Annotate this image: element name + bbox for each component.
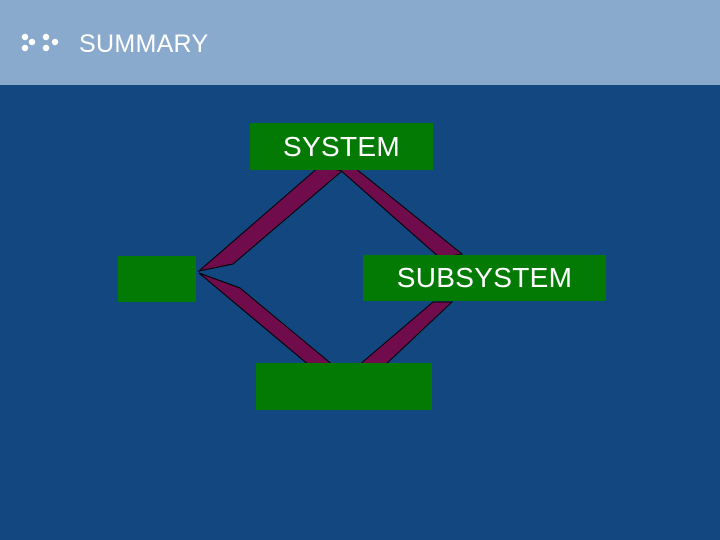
connector-system-left <box>197 165 344 272</box>
subsystem-box: SUBSYSTEM <box>363 255 606 301</box>
connector-left-bottom <box>198 272 336 367</box>
bottom-box <box>256 363 432 410</box>
connector-system-subsystem <box>336 167 464 259</box>
left-box <box>118 256 196 302</box>
slide-header: SUMMARY <box>0 0 720 85</box>
connector-subsystem-bottom <box>356 301 454 367</box>
slide-title: SUMMARY <box>79 30 209 58</box>
dots-logo-icon <box>21 33 59 52</box>
system-box: SYSTEM <box>250 123 433 170</box>
